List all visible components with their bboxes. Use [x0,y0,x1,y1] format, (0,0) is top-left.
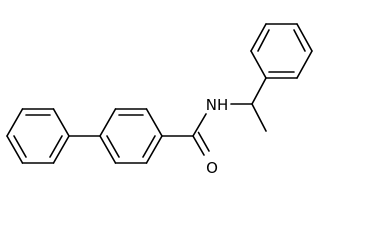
ch-phenyl-bond [251,77,267,105]
bond [250,23,267,52]
bond [296,23,313,52]
phenyl-ring-left [6,108,70,164]
bond [99,135,117,164]
bond [145,135,163,164]
bond [197,131,210,152]
bond [99,108,117,137]
double-bond-inner [49,135,63,158]
bond [52,135,70,164]
bond [250,50,267,79]
phenylene-ring-middle [99,108,163,164]
bond [6,135,24,164]
double-bond-inner [142,135,156,158]
bond [192,135,205,156]
bond [145,108,163,137]
phenyl-ring-right [250,23,313,79]
nitrogen-atom-label: NH [206,96,229,114]
carbonyl-group: O [192,131,218,177]
double-bond-inner [106,135,120,158]
amide-bond [192,113,207,137]
double-bond-inner [13,135,27,158]
double-bond-inner [293,29,306,52]
bond [6,108,24,137]
oxygen-atom-label: O [206,159,218,177]
bond [52,108,70,137]
chemical-structure-diagram: O NH [6,23,313,177]
double-bond-inner [257,29,270,52]
methyl-bond [251,103,267,132]
bond [296,50,313,79]
